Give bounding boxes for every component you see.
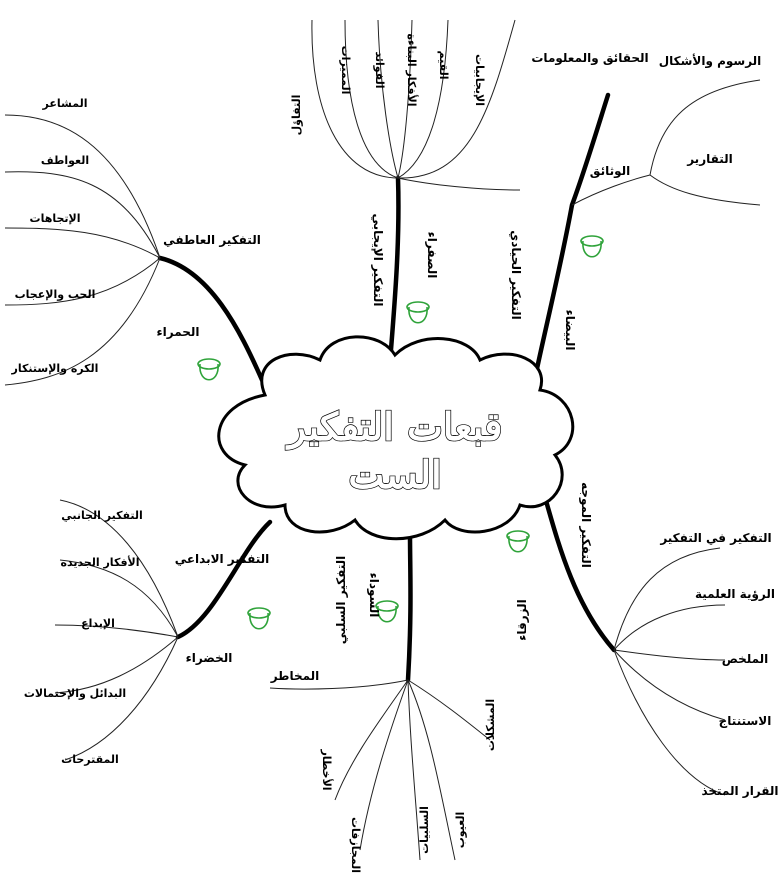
green-item: المقترحات (61, 753, 119, 766)
yellow-item: القيم (437, 51, 450, 80)
green-main-label: التفكير الابداعي (175, 552, 270, 566)
black-main-label: التفكير السلبي (334, 556, 348, 644)
green-fan (54, 499, 179, 761)
black-fan (269, 679, 491, 861)
yellow-branch (387, 175, 401, 365)
hat-icon (247, 607, 271, 630)
yellow-hat-label: الصفراء (425, 232, 439, 279)
yellow-item: التفاؤل (290, 95, 303, 136)
red-item: الحب والإعجاب (15, 288, 96, 301)
black-item: العيوب (454, 812, 467, 849)
green-item: البدائل والإحتمالات (24, 687, 126, 700)
hat-icon (580, 235, 604, 258)
yellow-item: الإيجابيات (473, 54, 486, 106)
yellow-cup (311, 19, 521, 191)
red-item: الكره والإستنكار (11, 362, 99, 375)
white-fan (571, 79, 761, 206)
blue-branch (537, 477, 617, 653)
red-item: العواطف (41, 154, 89, 167)
central-cloud (217, 335, 575, 541)
black-hat-label: السوداء (366, 573, 381, 618)
green-item: الإبداع (81, 617, 115, 630)
black-branch (405, 532, 413, 683)
white-item: الرسوم والأشكال (659, 53, 762, 69)
white-item: الحقائق والمعلومات (531, 51, 648, 66)
green-item: التفكير الجانبي (61, 509, 143, 522)
red-fan (4, 114, 161, 386)
hat-icon (197, 358, 221, 381)
red-main-label: التفكير العاطفي (163, 233, 261, 247)
blue-main-label: التفكير الموجه (578, 482, 593, 568)
blue-fan (613, 547, 726, 796)
black-item: السلبيات (418, 806, 431, 854)
white-hat-label: البيضاء (563, 310, 577, 351)
red-item: الإتجاهات (30, 212, 81, 225)
black-item: الأخطار (320, 748, 334, 790)
blue-item: الرؤية العلمية (695, 587, 775, 602)
white-branch (532, 92, 611, 381)
yellow-item: الفوائد (373, 52, 386, 89)
red-item: المشاعر (42, 97, 88, 110)
hat-icon (406, 301, 430, 324)
white-item: التقارير (686, 152, 733, 166)
green-item: الأفكار الجديده (60, 555, 139, 569)
black-item: المخاطر (270, 669, 320, 683)
blue-hat-label: الزرقاء (515, 599, 529, 641)
blue-item: القرار المتخذ (701, 784, 778, 798)
center-title-line1: قبعات التفكير (285, 404, 503, 450)
white-main-label: التفكير الحيادي (509, 230, 523, 320)
hat-icon (375, 600, 399, 623)
center-title-line2: الست (348, 452, 441, 497)
hat-icon (506, 530, 530, 553)
black-item: المشكلات (484, 699, 497, 751)
red-hat-label: الحمراء (156, 325, 199, 339)
blue-item: الملخص (722, 652, 769, 666)
yellow-item: الأفكار البناءة (405, 34, 419, 107)
green-hat-label: الخضراء (186, 651, 233, 665)
yellow-main-label: التفكير الإيجابي (371, 213, 385, 306)
blue-item: التفكير في التفكير (659, 531, 771, 545)
blue-item: الاستنتاج (719, 714, 772, 728)
black-item: المجازفات (349, 817, 362, 873)
green-branch (175, 519, 273, 640)
yellow-item: المميزات (339, 46, 352, 95)
red-branch (157, 255, 265, 383)
white-sub-label: الوثائق (590, 164, 630, 179)
